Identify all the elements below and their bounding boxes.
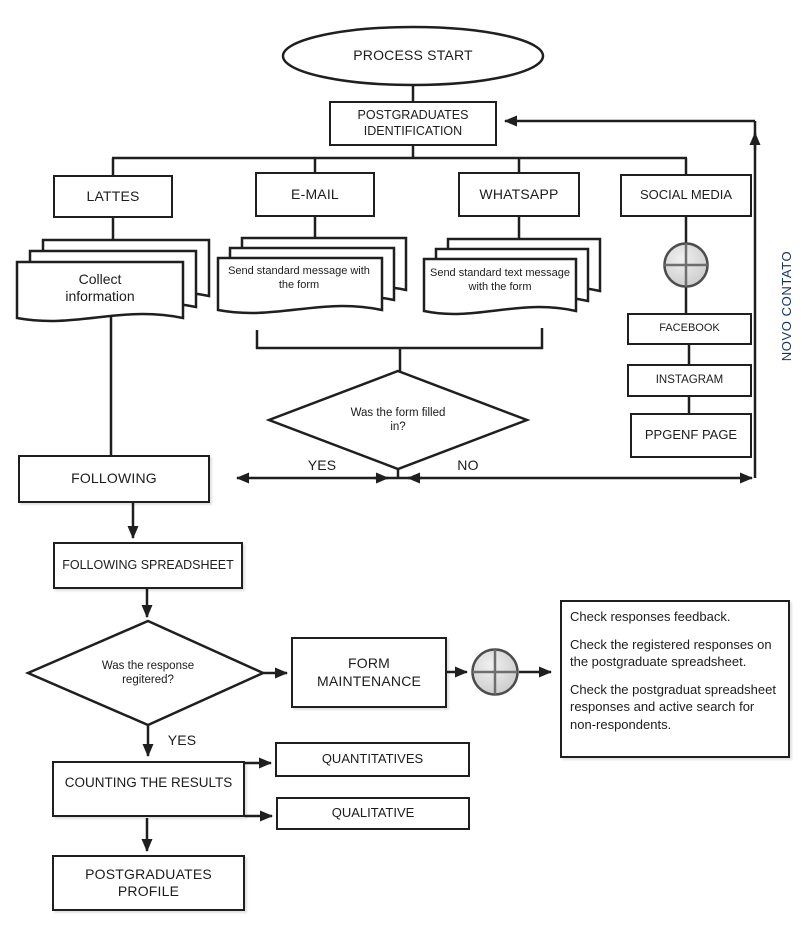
document-email-label: Send standard message with the form xyxy=(228,265,370,291)
node-postgraduates-profile: POSTGRADUATES PROFILE xyxy=(52,855,245,911)
node-quantitatives: QUANTITATIVES xyxy=(275,742,470,777)
check-note-2: Check the registered responses on the po… xyxy=(570,636,772,670)
decision-response-diamond xyxy=(24,619,267,727)
node-ppgenf-page: PPGENF PAGE xyxy=(630,413,752,458)
junction-social-icon xyxy=(663,242,709,288)
decision-form-yes-label: YES xyxy=(307,457,337,474)
node-following-spreadsheet: FOLLOWING SPREADSHEET xyxy=(53,542,243,589)
junction-maintenance-icon xyxy=(471,648,519,696)
decision-form-diamond xyxy=(265,369,531,471)
node-postgraduates-identification: POSTGRADUATES IDENTIFICATION xyxy=(329,101,497,146)
node-whatsapp: WHATSAPP xyxy=(458,172,580,217)
node-instagram: INSTAGRAM xyxy=(627,364,752,397)
document-whatsapp-label: Send standard text message with the form xyxy=(429,267,571,293)
node-counting-results: COUNTING THE RESULTS xyxy=(52,761,245,817)
node-social-media: SOCIAL MEDIA xyxy=(620,174,752,217)
node-qualitative: QUALITATIVE xyxy=(276,797,470,830)
connector-lines xyxy=(109,84,761,852)
node-form-maintenance: FORM MAINTENANCE xyxy=(291,637,447,708)
node-email: E-MAIL xyxy=(255,172,375,217)
document-stack-email xyxy=(216,236,408,315)
document-lattes-label: Collect information xyxy=(65,270,135,305)
document-stack-whatsapp xyxy=(422,237,602,316)
novo-contato-label: NOVO CONTATO xyxy=(778,250,794,362)
decision-form-label: Was the form filled in? xyxy=(350,406,446,433)
check-note-1: Check responses feedback. xyxy=(570,609,731,624)
decision-form-no-label: NO xyxy=(457,457,479,474)
decision-response-label: Was the response regitered? xyxy=(101,659,195,686)
node-facebook: FACEBOOK xyxy=(627,313,752,345)
node-following: FOLLOWING xyxy=(18,455,210,503)
decision-response-yes-label: YES xyxy=(167,732,197,749)
check-note-3: Check the postgraduat spreadsheet respon… xyxy=(570,681,776,732)
document-stack-lattes xyxy=(15,238,211,323)
check-notes-box: Check responses feedback. Check the regi… xyxy=(560,600,790,758)
process-start-shape xyxy=(281,25,545,87)
process-start-label: PROCESS START xyxy=(353,47,473,64)
node-lattes: LATTES xyxy=(53,175,173,218)
